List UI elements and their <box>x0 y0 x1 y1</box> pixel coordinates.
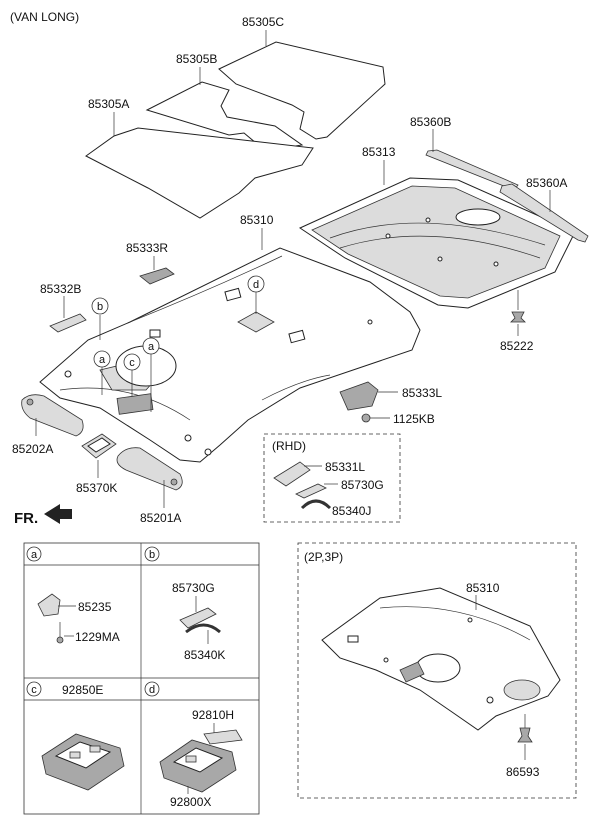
roof-pad-85305b <box>145 81 304 148</box>
svg-text:a: a <box>31 549 38 561</box>
grip-85340j <box>300 499 332 510</box>
headliner-frame-85313 <box>298 177 576 309</box>
grip-85340k <box>185 623 221 634</box>
label-85310-2p3p: 85310 <box>466 581 500 595</box>
legend-c-circle: c <box>26 681 42 697</box>
label-86593: 86593 <box>506 765 540 779</box>
sunvisor-85202a <box>21 394 84 437</box>
sunvisor-85201a <box>116 447 183 491</box>
bracket-85332b <box>49 313 87 333</box>
legend-table <box>23 542 260 815</box>
label-92850e: 92850E <box>62 683 103 697</box>
rhd-title: (RHD) <box>272 439 306 453</box>
label-85305c: 85305C <box>242 15 284 29</box>
label-85730g: 85730G <box>172 581 215 595</box>
screw-1125kb <box>361 413 390 423</box>
callout-d: d <box>247 275 265 314</box>
svg-text:a: a <box>148 341 155 353</box>
headliner-85310-2p3p <box>321 587 561 731</box>
svg-text:b: b <box>149 549 155 561</box>
label-85332b: 85332B <box>40 282 81 296</box>
callout-c: c <box>123 353 141 396</box>
svg-text:d: d <box>149 684 155 696</box>
bracket-85333l <box>339 381 379 411</box>
legend-a-circle: a <box>26 546 42 562</box>
clip-85222 <box>510 290 526 323</box>
lamp-85370k <box>81 433 117 459</box>
label-85333r: 85333R <box>126 241 168 255</box>
label-85360b: 85360B <box>410 115 451 129</box>
label-85313: 85313 <box>362 145 396 159</box>
bracket-85730g-rhd <box>295 483 327 499</box>
roof-pad-85305c <box>218 41 386 140</box>
svg-text:b: b <box>97 301 103 313</box>
label-85310: 85310 <box>240 213 274 227</box>
label-85730g-rhd: 85730G <box>341 478 384 492</box>
roof-pad-85305a <box>85 127 314 219</box>
svg-text:d: d <box>253 279 259 291</box>
label-85305b: 85305B <box>176 52 217 66</box>
label-1125kb: 1125KB <box>393 412 435 426</box>
svg-text:c: c <box>31 684 37 696</box>
screw-1229ma <box>56 622 74 644</box>
variant-2p3p-box <box>297 542 577 799</box>
label-85360a: 85360A <box>526 176 567 190</box>
bracket-85331l <box>273 461 311 487</box>
svg-text:a: a <box>99 354 106 366</box>
label-92810h: 92810H <box>192 708 234 722</box>
bracket-92810h <box>203 729 243 745</box>
clip-85235 <box>37 593 61 617</box>
label-85222: 85222 <box>500 339 534 353</box>
variant-2p3p-title: (2P,3P) <box>304 550 343 564</box>
label-92800x: 92800X <box>170 795 211 809</box>
bracket-85333r <box>139 267 175 285</box>
label-85340j: 85340J <box>332 504 371 518</box>
callout-a-left: a <box>93 350 111 395</box>
front-direction-label: FR. <box>14 510 38 527</box>
svg-text:c: c <box>129 357 135 369</box>
label-85333l: 85333L <box>402 386 442 400</box>
label-85202a: 85202A <box>12 442 53 456</box>
front-arrow-icon <box>44 504 72 524</box>
label-85305a: 85305A <box>88 97 129 111</box>
label-85340k: 85340K <box>184 648 225 662</box>
label-85235: 85235 <box>78 600 112 614</box>
clip-86593 <box>517 714 533 743</box>
callout-a-right: a <box>142 337 160 412</box>
legend-d-circle: d <box>144 681 160 697</box>
label-85331l: 85331L <box>325 460 365 474</box>
map-lamp-92800x <box>159 739 237 793</box>
label-1229ma: 1229MA <box>75 630 120 644</box>
label-85370k: 85370K <box>76 481 117 495</box>
legend-b-circle: b <box>144 546 160 562</box>
variant-label-van-long: (VAN LONG) <box>10 10 79 24</box>
strip-85360a <box>499 183 589 243</box>
label-85201a: 85201A <box>140 511 181 525</box>
callout-b: b <box>91 297 109 340</box>
room-lamp-92850e <box>41 733 125 791</box>
bracket-85730g <box>179 607 217 629</box>
